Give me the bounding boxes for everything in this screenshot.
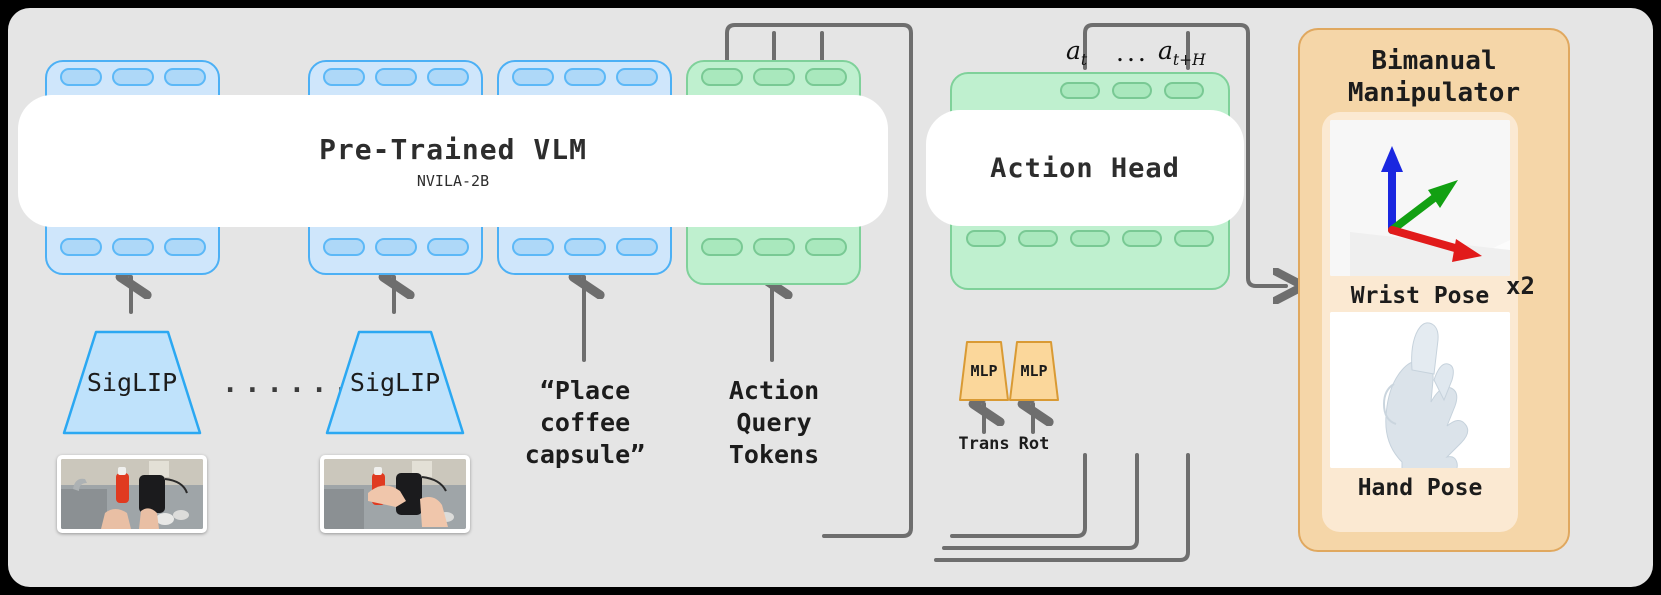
action-head-box: Action Head [926, 110, 1244, 226]
encoder-ellipsis: ...... [222, 368, 356, 399]
token [752, 68, 795, 86]
token [111, 68, 154, 86]
vlm-title: Pre-Trained VLM [319, 132, 587, 166]
action-subscript: t+H [1172, 51, 1206, 69]
token-row-top-1 [45, 68, 220, 86]
pre-trained-vlm-box: Pre-Trained VLM NVILA-2B [18, 95, 888, 227]
bimanual-manipulator-panel: Bimanual Manipulator [1298, 28, 1570, 552]
action-symbol: a [1066, 36, 1081, 65]
token [163, 68, 206, 86]
mlp-label: MLP [970, 362, 998, 380]
action-output-token-row [1060, 82, 1230, 99]
manipulator-title-line-2: Manipulator [1347, 77, 1521, 108]
siglip-label: SigLIP [349, 368, 441, 397]
prompt-line-1: “Place [539, 376, 631, 405]
token [322, 68, 365, 86]
manipulator-title: Bimanual Manipulator [1300, 46, 1568, 109]
token [966, 230, 1006, 247]
prompt-line-3: capsule” [524, 440, 646, 469]
action-input-token-row [950, 230, 1230, 247]
token [163, 238, 206, 256]
manipulator-inner-card: Wrist Pose Hand Pose [1322, 112, 1518, 532]
token [615, 68, 658, 86]
action-symbol: a [1158, 36, 1173, 65]
token [374, 68, 417, 86]
wrist-pose-image [1330, 120, 1510, 276]
token [111, 238, 154, 256]
token [59, 68, 102, 86]
siglip-encoder-2: SigLIP [325, 330, 465, 435]
token [511, 68, 554, 86]
action-head-title: Action Head [990, 152, 1180, 184]
token [322, 238, 365, 256]
token [374, 238, 417, 256]
hand-pose-image [1330, 312, 1510, 468]
hand-pose-canvas [1330, 312, 1510, 468]
token-row-bottom-3 [497, 238, 672, 256]
wrist-pose-label: Wrist Pose [1350, 283, 1490, 309]
token-row-bottom-1 [45, 238, 220, 256]
hand-pose-label: Hand Pose [1357, 475, 1483, 501]
token-row-top-4 [686, 68, 861, 86]
token [752, 238, 795, 256]
mlp-label: MLP [1020, 362, 1048, 380]
token [615, 238, 658, 256]
token [1060, 82, 1100, 99]
prompt-caption: “Place coffee capsule” [499, 375, 671, 471]
action-label-first: at [1066, 36, 1087, 69]
query-line-3: Tokens [728, 440, 820, 469]
multiplier-label: x2 [1506, 272, 1535, 300]
input-frame-thumbnail-1 [57, 455, 207, 533]
token [804, 238, 847, 256]
token [1174, 230, 1214, 247]
token [563, 68, 606, 86]
trans-label: Trans [958, 434, 1010, 454]
token [511, 238, 554, 256]
token-row-bottom-4 [686, 238, 861, 256]
thumbnail-image-1 [61, 459, 203, 529]
action-label-last: at+H [1158, 36, 1206, 69]
token [59, 238, 102, 256]
token [1122, 230, 1162, 247]
token [700, 68, 743, 86]
token [804, 68, 847, 86]
token-row-bottom-2 [308, 238, 483, 256]
token [563, 238, 606, 256]
action-subscript: t [1080, 51, 1088, 69]
token-row-top-3 [497, 68, 672, 86]
rot-label: Rot [1018, 434, 1050, 454]
vlm-subtitle: NVILA-2B [416, 171, 490, 190]
token [1018, 230, 1058, 247]
thumbnail-image-2 [324, 459, 466, 529]
siglip-encoder-1: SigLIP [62, 330, 202, 435]
prompt-line-2: coffee [539, 408, 631, 437]
query-line-2: Query [736, 408, 812, 437]
mlp-rot: MLP [1008, 340, 1060, 402]
token [700, 238, 743, 256]
input-frame-thumbnail-2 [320, 455, 470, 533]
token [426, 68, 469, 86]
manipulator-title-line-1: Bimanual [1371, 46, 1497, 76]
token [1070, 230, 1110, 247]
action-query-caption: Action Query Tokens [688, 375, 860, 471]
mlp-trans: MLP [958, 340, 1010, 402]
token [1164, 82, 1204, 99]
siglip-label: SigLIP [86, 368, 178, 397]
token-row-top-2 [308, 68, 483, 86]
wrist-pose-canvas [1330, 120, 1510, 276]
query-line-1: Action [728, 376, 820, 405]
token [426, 238, 469, 256]
action-label-ellipsis: ... [1116, 38, 1149, 67]
token [1112, 82, 1152, 99]
